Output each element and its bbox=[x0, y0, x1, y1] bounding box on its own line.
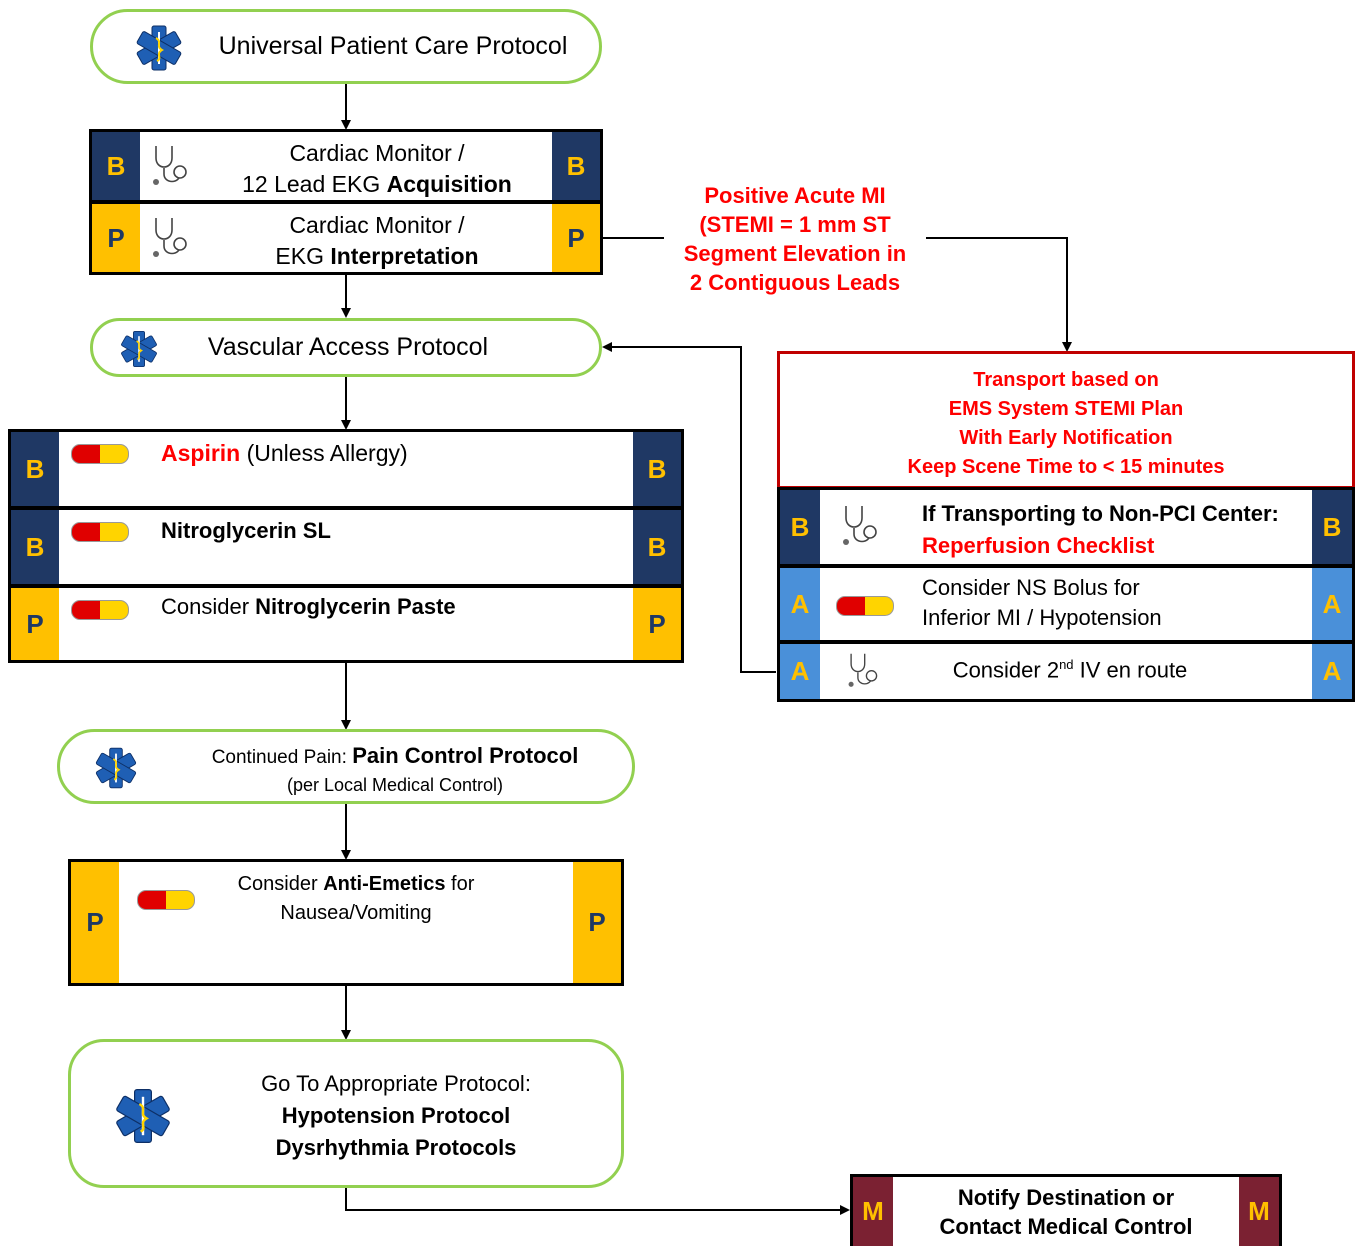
monitor-interpretation-text: Cardiac Monitor / EKG Interpretation bbox=[275, 212, 479, 269]
ns-bolus-text: Consider NS Bolus for Inferior MI / Hypo… bbox=[922, 575, 1162, 630]
badge-left: B bbox=[780, 490, 820, 564]
nitroglycerin-sl-text: Nitroglycerin SL bbox=[161, 518, 331, 543]
arrow-goto-to-notify bbox=[345, 1188, 850, 1215]
badge-right: B bbox=[552, 132, 600, 200]
aspirin-row[interactable]: B Aspirin (Unless Allergy) B bbox=[8, 429, 684, 509]
badge-right: P bbox=[633, 588, 681, 660]
monitor-interpretation-row[interactable]: P Cardiac Monitor / EKG Interpretation P bbox=[89, 201, 603, 275]
reperfusion-text: If Transporting to Non-PCI Center: Reper… bbox=[922, 501, 1279, 558]
stethoscope-icon bbox=[152, 217, 187, 258]
nitroglycerin-paste-text: Consider Nitroglycerin Paste bbox=[161, 594, 456, 619]
monitor-acquisition-text: Cardiac Monitor / 12 Lead EKG Acquisitio… bbox=[242, 140, 512, 197]
badge-right: M bbox=[1239, 1177, 1279, 1246]
badge-left: M bbox=[853, 1177, 893, 1246]
badge-right: A bbox=[1312, 644, 1352, 699]
transport-text: Transport based on EMS System STEMI Plan… bbox=[907, 369, 1225, 478]
universal-protocol-pill[interactable]: Universal Patient Care Protocol bbox=[90, 9, 602, 84]
anti-emetics-row[interactable]: P Consider Anti-Emetics for Nausea/Vomit… bbox=[68, 859, 624, 986]
badge-left: B bbox=[11, 432, 59, 506]
badge-left: B bbox=[11, 510, 59, 584]
badge-left: P bbox=[11, 588, 59, 660]
pill-capsule-icon bbox=[137, 890, 195, 910]
vascular-access-label: Vascular Access Protocol bbox=[207, 333, 489, 361]
pill-capsule-icon bbox=[71, 444, 129, 464]
reperfusion-row[interactable]: B If Transporting to Non-PCI Center: Rep… bbox=[777, 487, 1355, 567]
nitroglycerin-paste-row[interactable]: P Consider Nitroglycerin Paste P bbox=[8, 585, 684, 663]
badge-right: B bbox=[1312, 490, 1352, 564]
go-to-protocol-pill[interactable]: Go To Appropriate Protocol: Hypotension … bbox=[68, 1039, 624, 1188]
notify-destination-text: Notify Destination or Contact Medical Co… bbox=[939, 1185, 1193, 1239]
pain-control-pill[interactable]: Continued Pain: Pain Control Protocol (p… bbox=[57, 729, 635, 804]
anti-emetics-text: Consider Anti-Emetics for Nausea/Vomitin… bbox=[237, 873, 475, 924]
star-of-life-icon bbox=[120, 330, 158, 368]
stethoscope-icon bbox=[842, 505, 877, 546]
pill-capsule-icon bbox=[836, 596, 894, 616]
monitor-acquisition-row[interactable]: B Cardiac Monitor / 12 Lead EKG Acquisit… bbox=[89, 129, 603, 203]
badge-right: P bbox=[552, 204, 600, 272]
badge-right: A bbox=[1312, 568, 1352, 640]
badge-left: B bbox=[92, 132, 140, 200]
second-iv-text: Consider 2nd IV en route bbox=[952, 657, 1188, 683]
badge-right: B bbox=[633, 432, 681, 506]
pill-capsule-icon bbox=[71, 600, 129, 620]
ns-bolus-row[interactable]: A Consider NS Bolus for Inferior MI / Hy… bbox=[777, 565, 1355, 643]
badge-left: A bbox=[780, 644, 820, 699]
pill-capsule-icon bbox=[71, 522, 129, 542]
second-iv-row[interactable]: A Consider 2nd IV en route A bbox=[777, 641, 1355, 702]
go-to-protocol-text: Go To Appropriate Protocol: Hypotension … bbox=[261, 1071, 531, 1160]
universal-protocol-label: Universal Patient Care Protocol bbox=[218, 32, 568, 60]
stethoscope-icon bbox=[152, 145, 187, 186]
notify-destination-row[interactable]: M Notify Destination or Contact Medical … bbox=[850, 1174, 1282, 1246]
vascular-access-pill[interactable]: Vascular Access Protocol bbox=[90, 318, 602, 377]
arrow-stemi-to-transport bbox=[914, 237, 1072, 352]
stemi-criteria-label: Positive Acute MI (STEMI = 1 mm ST Segme… bbox=[664, 181, 926, 297]
pain-control-text: Continued Pain: Pain Control Protocol (p… bbox=[211, 743, 579, 795]
badge-right: B bbox=[633, 510, 681, 584]
star-of-life-icon bbox=[94, 747, 138, 789]
badge-left: P bbox=[92, 204, 140, 272]
badge-left: A bbox=[780, 568, 820, 640]
star-of-life-icon bbox=[135, 25, 183, 71]
aspirin-text: Aspirin (Unless Allergy) bbox=[161, 440, 408, 466]
star-of-life-icon bbox=[114, 1088, 172, 1144]
transport-box[interactable]: Transport based on EMS System STEMI Plan… bbox=[777, 351, 1355, 489]
badge-right: P bbox=[573, 862, 621, 983]
stethoscope-icon bbox=[847, 653, 878, 688]
arrow-second-iv-to-vascular bbox=[602, 342, 776, 673]
nitroglycerin-sl-row[interactable]: B Nitroglycerin SL B bbox=[8, 507, 684, 587]
badge-left: P bbox=[71, 862, 119, 983]
